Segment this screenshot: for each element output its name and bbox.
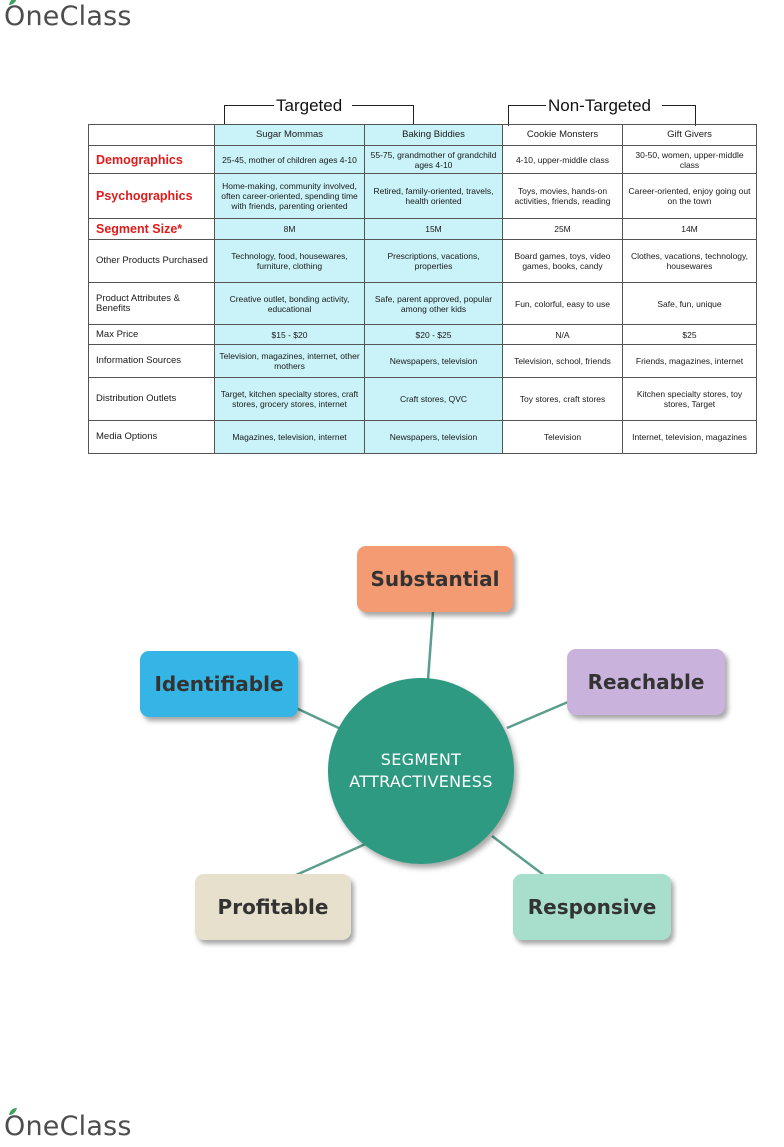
table-row: Demographics 25-45, mother of children a… [88,145,757,174]
corner-cell [88,124,215,146]
table-cell: Magazines, television, internet [214,420,365,454]
hub-line-1: SEGMENT [380,750,462,769]
table-cell: Creative outlet, bonding activity, educa… [214,282,365,325]
connector-lines [295,611,569,877]
table-row: Product Attributes & Benefits Creative o… [88,282,757,325]
table-cell: 30-50, women, upper-middle class [622,145,757,174]
table-cell: Retired, family-oriented, travels, healt… [364,173,503,219]
segment-attractiveness-hub: SEGMENT ATTRACTIVENESS [328,678,514,864]
table-row: Information Sources Television, magazine… [88,344,757,378]
node-profitable: Profitable [195,874,351,940]
table-cell: Target, kitchen specialty stores, craft … [214,377,365,421]
table-cell: 14M [622,218,757,240]
table-cell: Board games, toys, video games, books, c… [502,239,623,283]
table-cell: 4-10, upper-middle class [502,145,623,174]
hub-line-2: ATTRACTIVENESS [349,772,493,791]
node-responsive: Responsive [513,874,671,940]
table-row: Media Options Magazines, television, int… [88,420,757,454]
table-cell: Toy stores, craft stores [502,377,623,421]
table-cell: Television, school, friends [502,344,623,378]
table-cell: Friends, magazines, internet [622,344,757,378]
connector-reachable [506,700,569,730]
table-cell: Fun, colorful, easy to use [502,282,623,325]
oneclass-logo-bottom: OneClass [4,1108,132,1142]
row-label: Information Sources [88,344,215,378]
table-cell: $25 [622,324,757,345]
non-targeted-group-header: Non-Targeted [508,96,696,126]
connector-substantial [426,611,435,681]
table-row: Distribution Outlets Target, kitchen spe… [88,377,757,421]
table-cell: 25M [502,218,623,240]
table-cell: 55-75, grandmother of grandchild ages 4-… [364,145,503,174]
column-header: Sugar Mommas [214,124,365,146]
table-cell: Television [502,420,623,454]
table-cell: Kitchen specialty stores, toy stores, Ta… [622,377,757,421]
node-reachable: Reachable [567,649,725,715]
table-cell: Television, magazines, internet, other m… [214,344,365,378]
row-label: Segment Size* [88,218,215,240]
table-header-row: Sugar Mommas Baking Biddies Cookie Monst… [88,124,757,146]
table-row: Segment Size* 8M 15M 25M 14M [88,218,757,240]
table-cell: Career-oriented, enjoy going out on the … [622,173,757,219]
row-label: Demographics [88,145,215,174]
brand-name: OneClass [4,1111,132,1142]
node-substantial: Substantial [357,546,513,612]
row-label: Other Products Purchased [88,239,215,283]
table-cell: Clothes, vacations, technology, housewar… [622,239,757,283]
row-label: Max Price [88,324,215,345]
table-cell: 8M [214,218,365,240]
table-cell: Newspapers, television [364,344,503,378]
column-header: Cookie Monsters [502,124,623,146]
table-cell: 25-45, mother of children ages 4-10 [214,145,365,174]
table-row: Other Products Purchased Technology, foo… [88,239,757,283]
row-label: Psychographics [88,173,215,219]
connector-profitable [295,840,371,877]
row-label: Distribution Outlets [88,377,215,421]
table-cell: N/A [502,324,623,345]
table-row: Max Price $15 - $20 $20 - $25 N/A $25 [88,324,757,345]
targeted-group-header: Targeted [224,96,414,126]
table-cell: Toys, movies, hands-on activities, frien… [502,173,623,219]
table-cell: Home-making, community involved, often c… [214,173,365,219]
table-cell: Technology, food, housewares, furniture,… [214,239,365,283]
connector-identifiable [295,706,344,732]
table-cell: Safe, parent approved, popular among oth… [364,282,503,325]
table-cell: Internet, television, magazines [622,420,757,454]
table-cell: $15 - $20 [214,324,365,345]
table-cell: Prescriptions, vacations, properties [364,239,503,283]
segment-attractiveness-diagram: SEGMENT ATTRACTIVENESS Substantial Ident… [0,540,784,970]
row-label: Product Attributes & Benefits [88,282,215,325]
table-cell: Safe, fun, unique [622,282,757,325]
column-header: Baking Biddies [364,124,503,146]
table-cell: 15M [364,218,503,240]
column-header: Gift Givers [622,124,757,146]
connector-responsive [491,835,546,877]
node-identifiable: Identifiable [140,651,298,717]
non-targeted-label: Non-Targeted [546,96,654,116]
table-cell: $20 - $25 [364,324,503,345]
row-label: Media Options [88,420,215,454]
table-row: Psychographics Home-making, community in… [88,173,757,219]
table-cell: Craft stores, QVC [364,377,503,421]
targeted-label: Targeted [274,96,345,116]
oneclass-logo-top: OneClass [4,0,132,32]
table-cell: Newspapers, television [364,420,503,454]
brand-name: OneClass [4,1,132,32]
segment-table: Sugar Mommas Baking Biddies Cookie Monst… [88,124,757,454]
